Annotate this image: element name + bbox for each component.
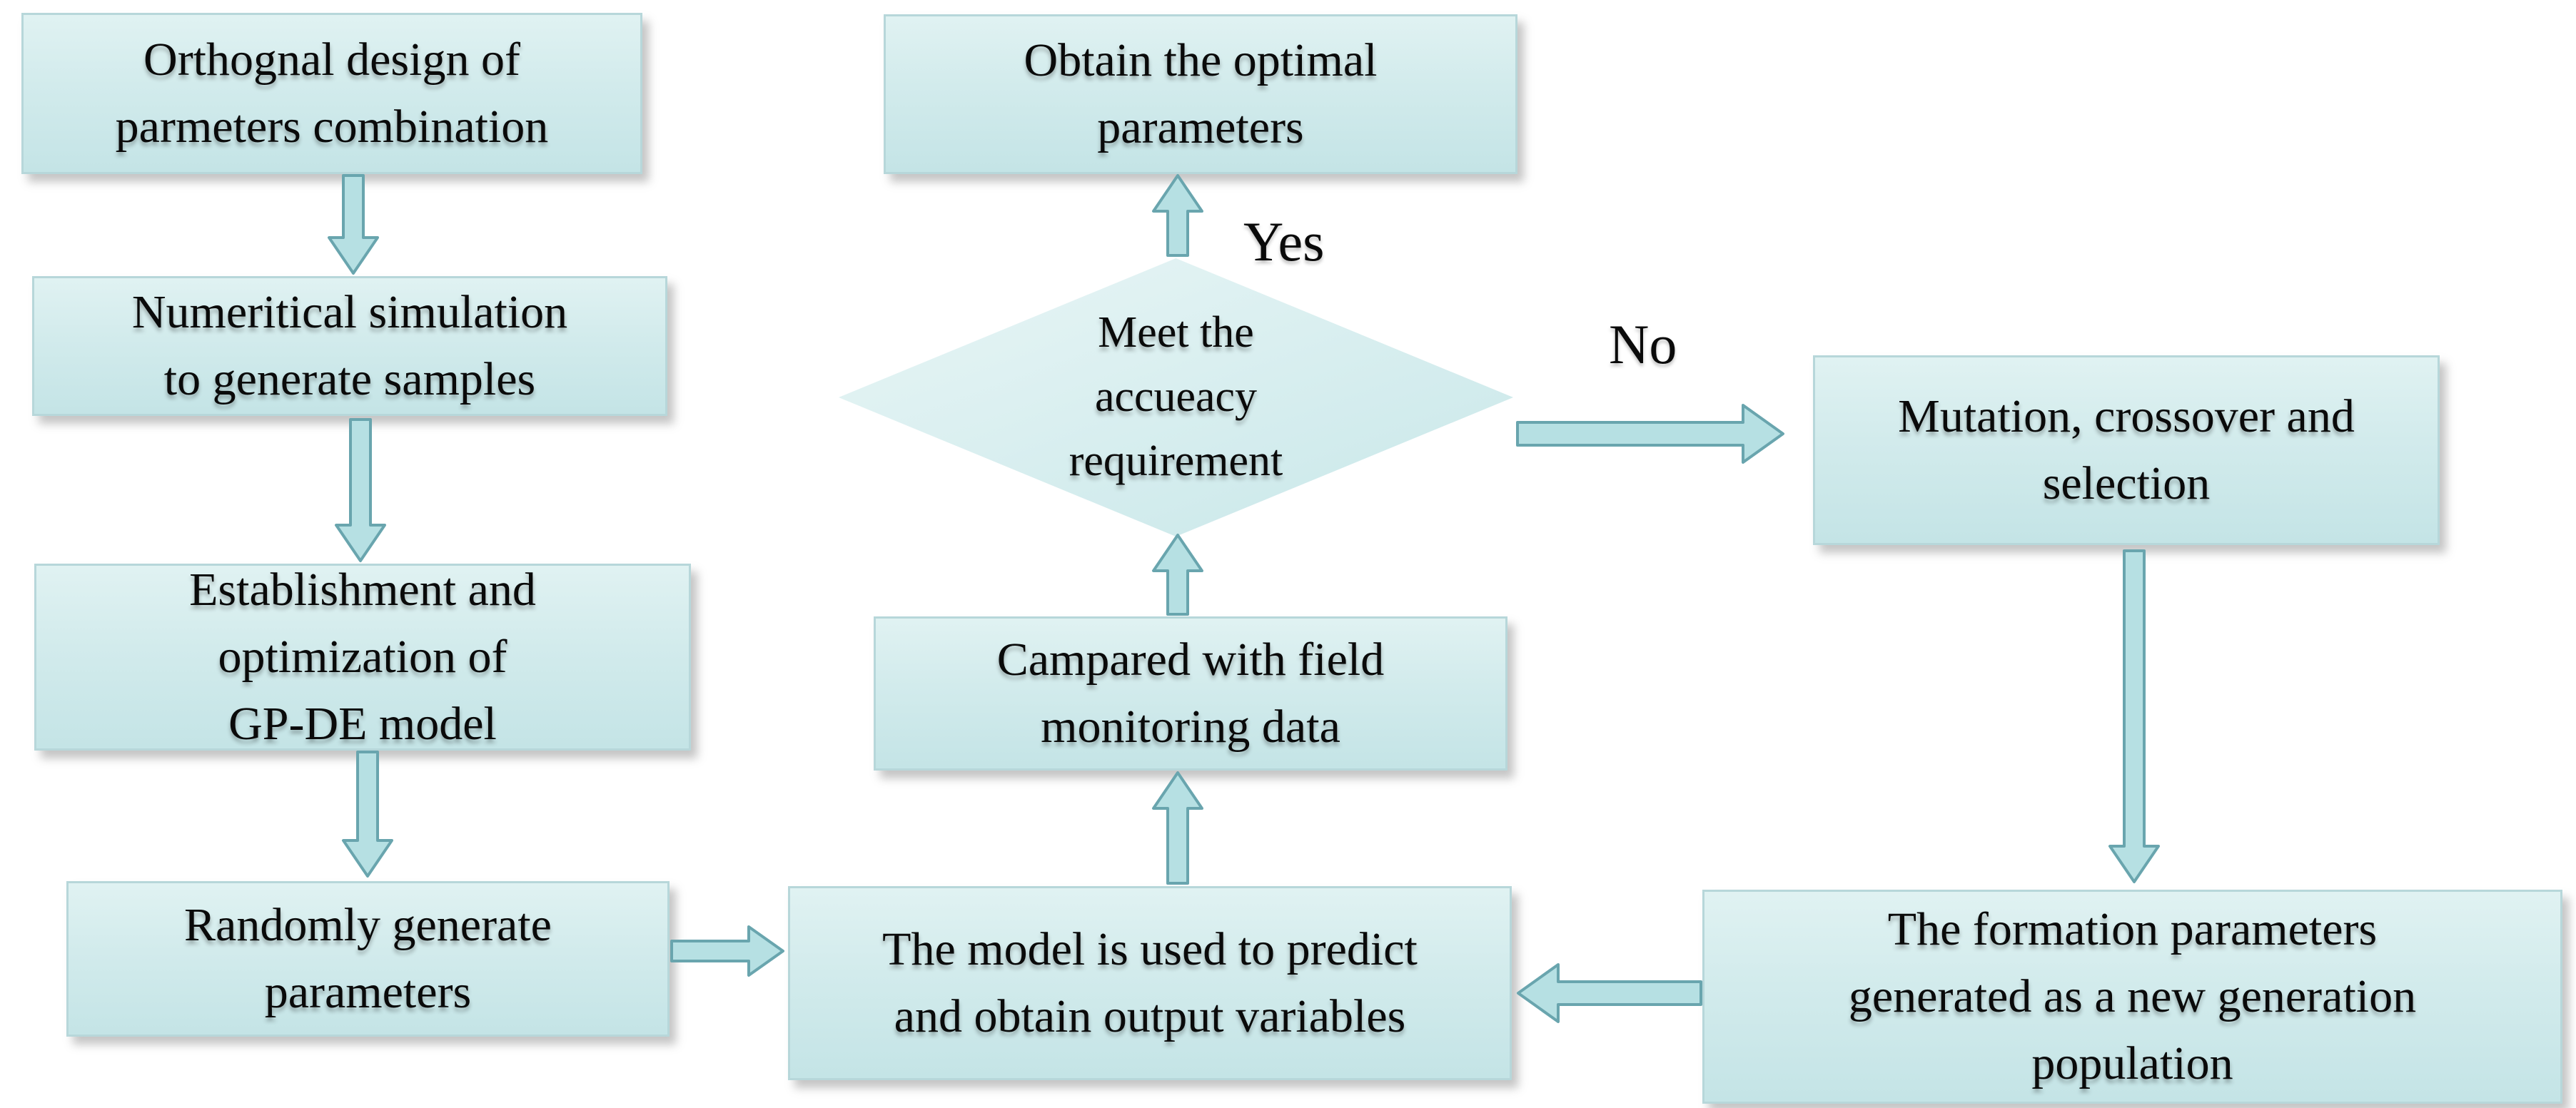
- edge-label-no: No: [1609, 313, 1677, 375]
- arrow-orthogonal-to-numerical: [328, 174, 379, 275]
- node-accuracy-decision-label: Meet the accueacy requirement: [1069, 308, 1283, 485]
- node-model-predict-label: The model is used to predict and obtain …: [882, 923, 1418, 1042]
- node-establishment-gpde-label: Establishment and optimization of GP-DE …: [189, 564, 536, 750]
- node-compared-field: Campared with field monitoring data: [874, 616, 1507, 771]
- arrow-predict-to-compared: [1152, 771, 1203, 885]
- arrow-newgeneration-to-predict: [1517, 963, 1702, 1023]
- arrow-compared-to-decision: [1152, 534, 1203, 616]
- arrow-decision-to-mutation-no: [1516, 404, 1784, 464]
- arrow-decision-to-optimal-yes: [1152, 174, 1203, 257]
- node-orthogonal-design: Orthognal design of parmeters combinatio…: [21, 13, 642, 174]
- node-optimal-parameters-label: Obtain the optimal parameters: [1024, 34, 1378, 153]
- node-randomly-generate: Randomly generate parameters: [66, 881, 670, 1037]
- node-optimal-parameters: Obtain the optimal parameters: [884, 14, 1517, 174]
- arrow-establishment-to-randomly: [342, 751, 393, 878]
- arrow-randomly-to-predict: [670, 925, 784, 977]
- node-orthogonal-design-label: Orthognal design of parmeters combinatio…: [115, 34, 549, 153]
- node-mutation-crossover-label: Mutation, crossover and selection: [1898, 390, 2355, 509]
- node-new-generation: The formation parameters generated as a …: [1702, 890, 2562, 1104]
- node-compared-field-label: Campared with field monitoring data: [996, 634, 1385, 753]
- node-numerical-simulation: Numeritical simulation to generate sampl…: [32, 276, 667, 416]
- node-model-predict: The model is used to predict and obtain …: [788, 886, 1512, 1080]
- node-establishment-gpde: Establishment and optimization of GP-DE …: [34, 564, 691, 751]
- node-new-generation-label: The formation parameters generated as a …: [1848, 903, 2417, 1089]
- arrow-numerical-to-establishment: [335, 418, 386, 562]
- node-numerical-simulation-label: Numeritical simulation to generate sampl…: [131, 286, 568, 405]
- node-mutation-crossover: Mutation, crossover and selection: [1813, 355, 2440, 545]
- node-randomly-generate-label: Randomly generate parameters: [184, 899, 552, 1018]
- edge-label-yes: Yes: [1243, 210, 1325, 273]
- arrow-mutation-to-newgeneration: [2108, 549, 2160, 883]
